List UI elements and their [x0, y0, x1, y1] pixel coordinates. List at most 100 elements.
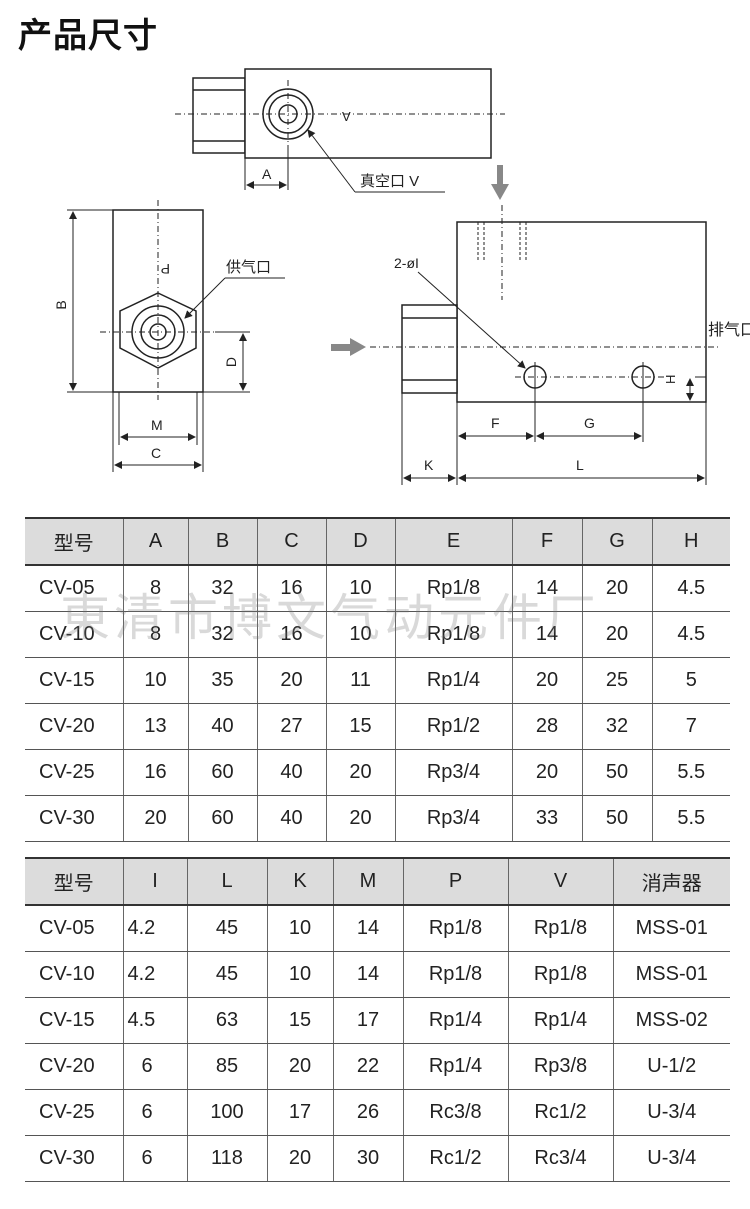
table-cell: 7 — [651, 703, 730, 750]
table-cell: 45 — [186, 951, 267, 998]
header-cell: 消声器 — [612, 857, 730, 906]
table-cell: Rp1/2 — [394, 703, 512, 750]
table-cell: 14 — [332, 905, 403, 952]
table-cell: 20 — [266, 1043, 333, 1090]
table-cell: Rp1/8 — [394, 611, 512, 658]
table-cell: CV-25 — [25, 1089, 123, 1136]
table-cell: MSS-02 — [612, 997, 730, 1044]
top-view — [175, 68, 505, 193]
table-cell: 10 — [325, 611, 395, 658]
table-cell: CV-20 — [25, 703, 123, 750]
table-cell: 8 — [122, 565, 188, 612]
table-cell: 15 — [325, 703, 395, 750]
table-cell: 11 — [325, 657, 395, 704]
table-cell: CV-15 — [25, 997, 123, 1044]
table-cell: 4.5 — [651, 565, 730, 612]
label-m: M — [151, 417, 163, 433]
table-cell: MSS-01 — [612, 951, 730, 998]
table-cell: Rp1/4 — [402, 1043, 508, 1090]
table-cell: 20 — [325, 749, 395, 796]
table-cell: 4.2 — [122, 905, 187, 952]
table-cell: 20 — [581, 611, 652, 658]
table-cell: 14 — [332, 951, 403, 998]
table-cell: 4.2 — [122, 951, 187, 998]
table-cell: Rp3/4 — [394, 795, 512, 842]
table-header-row: 型号 I L K M P V 消声器 — [25, 857, 730, 906]
table-cell: Rc3/8 — [402, 1089, 508, 1136]
table-row: CV-30 6 118 20 30 Rc1/2 Rc3/4 U-3/4 — [25, 1135, 730, 1182]
label-l: L — [576, 457, 584, 473]
header-cell: C — [256, 517, 326, 566]
table-cell: 5.5 — [651, 795, 730, 842]
table-cell: 22 — [332, 1043, 403, 1090]
page-title: 产品尺寸 — [18, 16, 158, 56]
table-cell: Rp1/8 — [394, 565, 512, 612]
table-cell: 16 — [256, 565, 326, 612]
table-cell: CV-05 — [25, 905, 123, 952]
header-cell: E — [394, 517, 512, 566]
label-exhaust: 排气口 — [708, 321, 750, 339]
table-cell: 28 — [511, 703, 582, 750]
front-view — [370, 205, 720, 485]
header-cell: P — [402, 857, 508, 906]
table-cell: 32 — [187, 611, 257, 658]
side-view — [67, 200, 285, 472]
table-cell: 100 — [186, 1089, 267, 1136]
header-cell: F — [511, 517, 582, 566]
table-cell: 16 — [122, 749, 188, 796]
table-cell: Rp1/4 — [394, 657, 512, 704]
table-cell: 40 — [256, 795, 326, 842]
header-cell: L — [186, 857, 267, 906]
header-cell: G — [581, 517, 652, 566]
table-cell: CV-30 — [25, 1135, 123, 1182]
table-cell: 63 — [186, 997, 267, 1044]
label-hole: 2-øI — [394, 255, 419, 271]
table-cell: 40 — [256, 749, 326, 796]
header-cell: K — [266, 857, 333, 906]
table-cell: 6 — [122, 1089, 187, 1136]
table-cell: 13 — [122, 703, 188, 750]
table-cell: 14 — [511, 611, 582, 658]
table-row: CV-20 6 85 20 22 Rp1/4 Rp3/8 U-1/2 — [25, 1043, 730, 1090]
table-cell: Rc3/4 — [507, 1135, 613, 1182]
label-a: A — [262, 166, 272, 182]
table-row: CV-15 4.5 63 15 17 Rp1/4 Rp1/4 MSS-02 — [25, 997, 730, 1044]
table-cell: 6 — [122, 1135, 187, 1182]
label-supply-port: 供气口 — [226, 259, 271, 276]
table-cell: 60 — [187, 795, 257, 842]
table-row: CV-25 6 100 17 26 Rc3/8 Rc1/2 U-3/4 — [25, 1089, 730, 1136]
table-row: CV-05 8 32 16 10 Rp1/8 14 20 4.5 — [25, 565, 730, 612]
table-cell: 20 — [511, 749, 582, 796]
label-d: D — [223, 357, 239, 367]
table-cell: 5.5 — [651, 749, 730, 796]
table-cell: 6 — [122, 1043, 187, 1090]
header-cell: H — [651, 517, 730, 566]
header-cell: M — [332, 857, 403, 906]
table-cell: CV-10 — [25, 951, 123, 998]
table-cell: 4.5 — [651, 611, 730, 658]
table-cell: 27 — [256, 703, 326, 750]
dimension-drawing: V A 真空口 V B P 供气口 D M C — [53, 68, 750, 485]
table-cell: 20 — [325, 795, 395, 842]
table-cell: Rp1/8 — [402, 951, 508, 998]
table-cell: 4.5 — [122, 997, 187, 1044]
table-cell: U-3/4 — [612, 1089, 730, 1136]
table-cell: 17 — [266, 1089, 333, 1136]
table-cell: 17 — [332, 997, 403, 1044]
table-cell: CV-30 — [25, 795, 123, 842]
table-row: CV-10 8 32 16 10 Rp1/8 14 20 4.5 — [25, 611, 730, 658]
header-cell: 型号 — [25, 517, 123, 566]
table-cell: U-3/4 — [612, 1135, 730, 1182]
label-k: K — [424, 457, 434, 473]
table-cell: Rp1/8 — [507, 951, 613, 998]
table-cell: 50 — [581, 749, 652, 796]
table-cell: 16 — [256, 611, 326, 658]
table-row: CV-10 4.2 45 10 14 Rp1/8 Rp1/8 MSS-01 — [25, 951, 730, 998]
header-cell: D — [325, 517, 395, 566]
table-cell: 32 — [581, 703, 652, 750]
label-h: H — [663, 375, 678, 384]
table-cell: 35 — [187, 657, 257, 704]
table-row: CV-15 10 35 20 11 Rp1/4 20 25 5 — [25, 657, 730, 704]
table-cell: 50 — [581, 795, 652, 842]
table-cell: 118 — [186, 1135, 267, 1182]
